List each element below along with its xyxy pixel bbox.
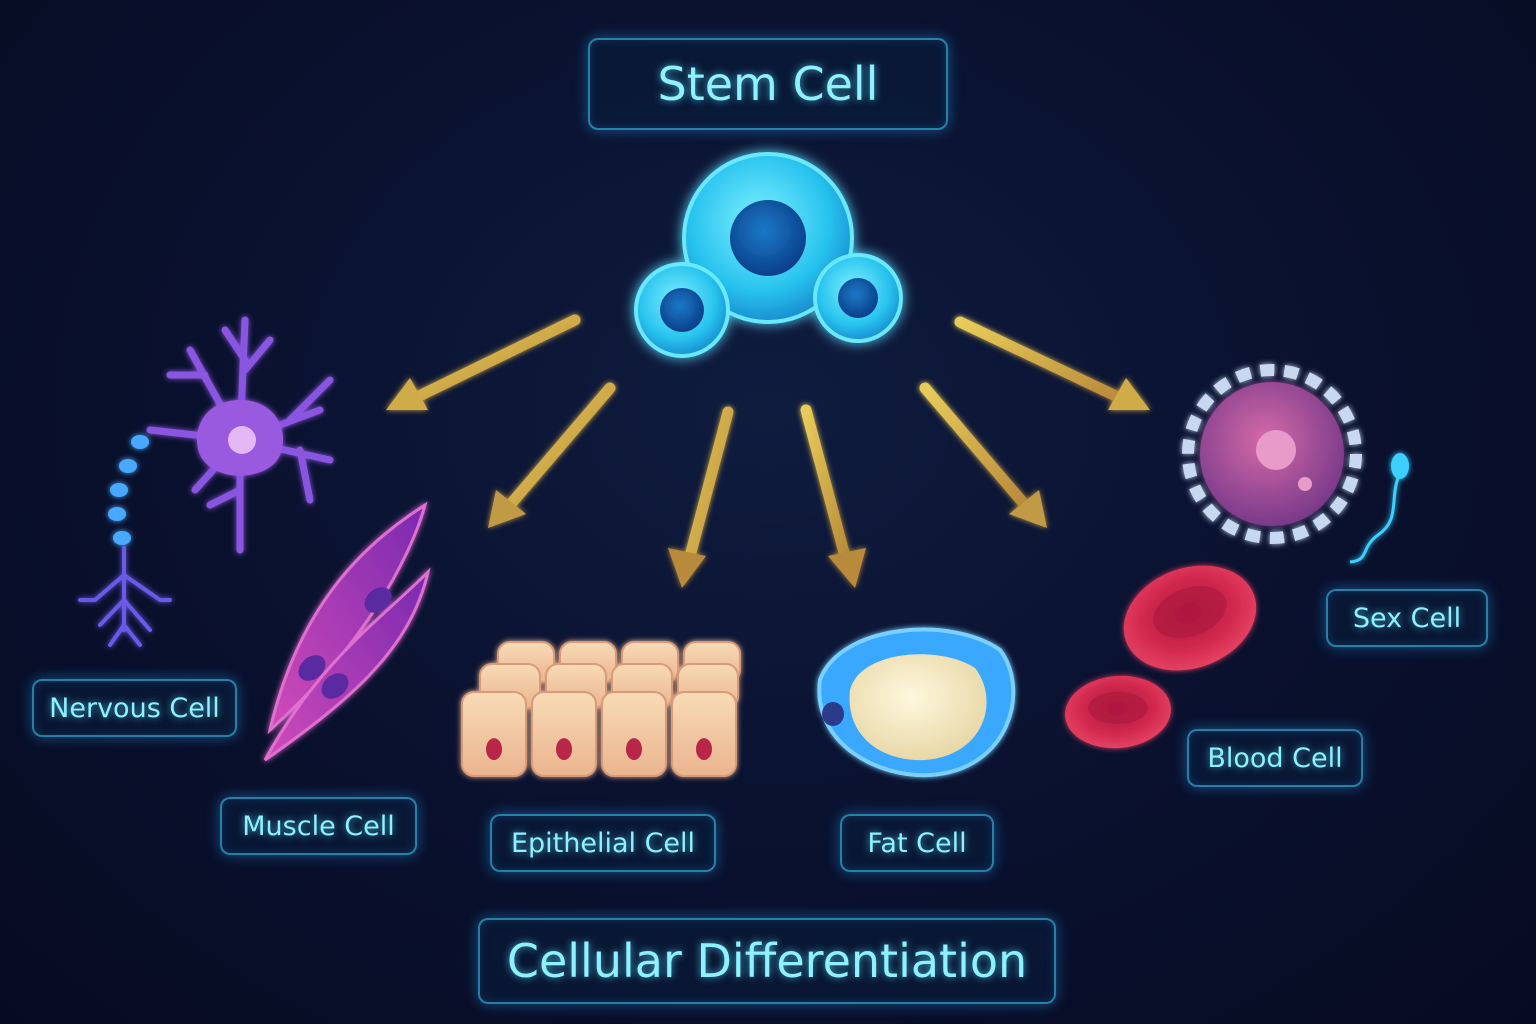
epithelial-cell-illustration <box>461 641 741 777</box>
epithelial-nucleus <box>696 738 712 761</box>
epithelial-nucleus <box>556 738 572 761</box>
epithelial-cell <box>461 691 527 777</box>
fat-cell-label: Fat Cell <box>840 814 994 872</box>
muscle-cell-label: Muscle Cell <box>220 797 417 855</box>
nervous-cell-illustration <box>78 316 334 647</box>
axon <box>108 435 149 545</box>
arrow-to-sex-cell <box>954 316 1150 410</box>
blood-cell-label: Blood Cell <box>1187 729 1363 787</box>
arrow-to-muscle-cell <box>488 382 616 528</box>
arrow-to-fat-cell <box>800 404 866 588</box>
cellular-differentiation-title: Cellular Differentiation <box>478 918 1056 1004</box>
fat-cell-illustration <box>817 627 1016 778</box>
epithelial-cell <box>601 691 667 777</box>
arrow-to-epithelial-cell <box>668 406 734 588</box>
sex-cell-illustration <box>1182 364 1409 564</box>
blood-cell-illustration <box>1065 565 1257 749</box>
sperm-cell <box>1349 453 1409 564</box>
sex-cell-label: Sex Cell <box>1326 589 1488 647</box>
arrows <box>386 314 1150 588</box>
stem-cell-title: Stem Cell <box>588 38 948 130</box>
nervous-cell-label: Nervous Cell <box>32 679 237 737</box>
epithelial-cell <box>531 691 597 777</box>
arrow-to-blood-cell <box>919 382 1047 528</box>
epithelial-cell-label: Epithelial Cell <box>490 814 716 872</box>
epithelial-nucleus <box>486 738 502 761</box>
epithelial-cell <box>671 691 737 777</box>
stem-cell-illustration <box>634 152 903 358</box>
muscle-cell-illustration <box>263 501 431 762</box>
arrow-to-nervous-cell <box>386 314 581 410</box>
epithelial-nucleus <box>626 738 642 761</box>
